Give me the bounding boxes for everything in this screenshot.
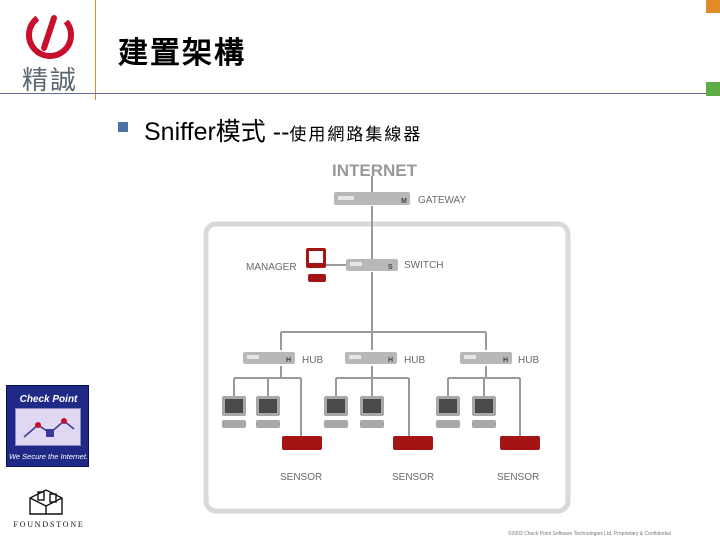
accent-square-green xyxy=(706,82,720,96)
workstation xyxy=(436,396,460,428)
accent-square-orange xyxy=(706,0,720,13)
network-diagram: INTERNET M GATEWAY MANAGER S SWITCH H HU… xyxy=(203,161,571,514)
checkpoint-logo: Check Point We Secure the Internet. xyxy=(6,385,89,467)
hub-badge: H xyxy=(286,357,291,364)
hub-badge: H xyxy=(388,357,393,364)
gateway-device: M xyxy=(334,192,410,205)
foundstone-name: FOUNDSTONE xyxy=(13,520,85,529)
hub-3: H HUB xyxy=(460,352,539,366)
workstation xyxy=(256,396,280,428)
workstation xyxy=(360,396,384,428)
bullet-sub-text: 使用網路集線器 xyxy=(289,125,423,145)
gateway-badge: M xyxy=(401,198,407,205)
manager-workstation xyxy=(306,248,326,282)
foundstone-mark-icon xyxy=(29,489,63,515)
sensor-1: SENSOR xyxy=(280,436,322,483)
checkpoint-title: Check Point xyxy=(19,394,78,405)
company-logo-mark-icon xyxy=(26,11,74,59)
header-vertical-divider xyxy=(95,0,96,100)
manager-label: MANAGER xyxy=(246,262,297,273)
bullet-main-text: Sniffer模式 -- xyxy=(144,118,290,146)
company-name: 精誠 xyxy=(21,66,78,96)
sensor-3: SENSOR xyxy=(497,436,540,483)
checkpoint-screen-graphic xyxy=(15,408,81,446)
switch-badge: S xyxy=(388,264,393,271)
header-rule xyxy=(96,93,720,94)
workstation xyxy=(324,396,348,428)
hub-label: HUB xyxy=(302,355,323,366)
hub-label: HUB xyxy=(518,355,539,366)
internet-label: INTERNET xyxy=(332,161,418,180)
hub-2: H HUB xyxy=(345,352,425,366)
copyright-footer: ©2002 Check Point Software Technologies … xyxy=(508,531,671,537)
hub-badge: H xyxy=(503,357,508,364)
sensor-label: SENSOR xyxy=(280,472,322,483)
slide-title: 建置架構 xyxy=(118,36,246,71)
bullet-text: Sniffer模式 --使用網路集線器 xyxy=(144,112,422,148)
hub-1: H HUB xyxy=(243,352,323,366)
left-branding-column: 精誠 Check Point We Secure the Internet. F… xyxy=(0,0,96,540)
bullet-square-icon xyxy=(118,122,128,132)
checkpoint-tagline: We Secure the Internet. xyxy=(8,452,89,461)
connection-lines xyxy=(233,176,521,436)
network-sketch-icon xyxy=(23,418,75,438)
sensor-2: SENSOR xyxy=(392,436,434,483)
workstation xyxy=(472,396,496,428)
sensor-label: SENSOR xyxy=(392,472,434,483)
workstation xyxy=(222,396,246,428)
company-logo: 精誠 xyxy=(10,8,90,96)
gateway-label: GATEWAY xyxy=(418,195,466,206)
switch-label: SWITCH xyxy=(404,260,443,271)
internal-network-frame xyxy=(203,221,571,514)
hub-label: HUB xyxy=(404,355,425,366)
workstations xyxy=(222,396,496,428)
foundstone-logo: FOUNDSTONE xyxy=(6,484,92,532)
header-rule-left xyxy=(0,93,110,94)
sensor-label: SENSOR xyxy=(497,472,539,483)
switch-device: S xyxy=(346,259,398,271)
